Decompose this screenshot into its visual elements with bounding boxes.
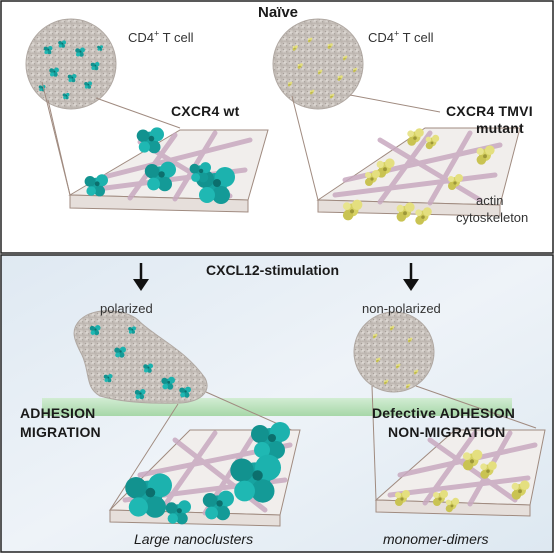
non-migration-label: NON-MIGRATION bbox=[388, 424, 506, 440]
naive-title: Naïve bbox=[258, 4, 299, 21]
left-zoom-lines bbox=[41, 81, 181, 196]
left-down-arrow bbox=[133, 263, 149, 291]
cxcr4-tmvi-label: CXCR4 TMVI bbox=[446, 103, 533, 119]
non-polarized-cell bbox=[353, 311, 435, 393]
polarized-cell bbox=[73, 310, 208, 404]
monomer-dimers-caption: monomer-dimers bbox=[383, 531, 489, 547]
right-naive-cell bbox=[272, 18, 364, 110]
right-cell-label: CD4+ T cell bbox=[368, 28, 434, 45]
mutant-label: mutant bbox=[476, 120, 524, 136]
left-membrane-plane bbox=[68, 127, 269, 213]
right-down-arrow bbox=[403, 263, 419, 291]
left-stim-membrane-plane bbox=[108, 422, 301, 527]
cytoskeleton-label: cytoskeleton bbox=[456, 210, 529, 225]
non-polarized-label: non-polarized bbox=[362, 301, 441, 316]
polarized-label: polarized bbox=[100, 301, 153, 316]
right-zoom-lines bbox=[291, 94, 441, 201]
large-nanoclusters-caption: Large nanoclusters bbox=[134, 531, 254, 547]
non-polarized-zoom-lines bbox=[371, 385, 537, 501]
adhesion-label: ADHESION bbox=[20, 405, 96, 421]
defective-adhesion-label: Defective ADHESION bbox=[372, 405, 516, 421]
actin-label: actin bbox=[476, 193, 504, 208]
left-naive-cell bbox=[25, 18, 117, 110]
cxcr4-wt-label: CXCR4 wt bbox=[171, 103, 240, 119]
migration-label: MIGRATION bbox=[20, 424, 101, 440]
cxcl12-stimulation-title: CXCL12-stimulation bbox=[206, 262, 340, 278]
right-membrane-plane bbox=[316, 127, 521, 225]
right-stim-membrane-plane bbox=[374, 429, 546, 517]
left-cell-label: CD4+ T cell bbox=[128, 28, 194, 45]
